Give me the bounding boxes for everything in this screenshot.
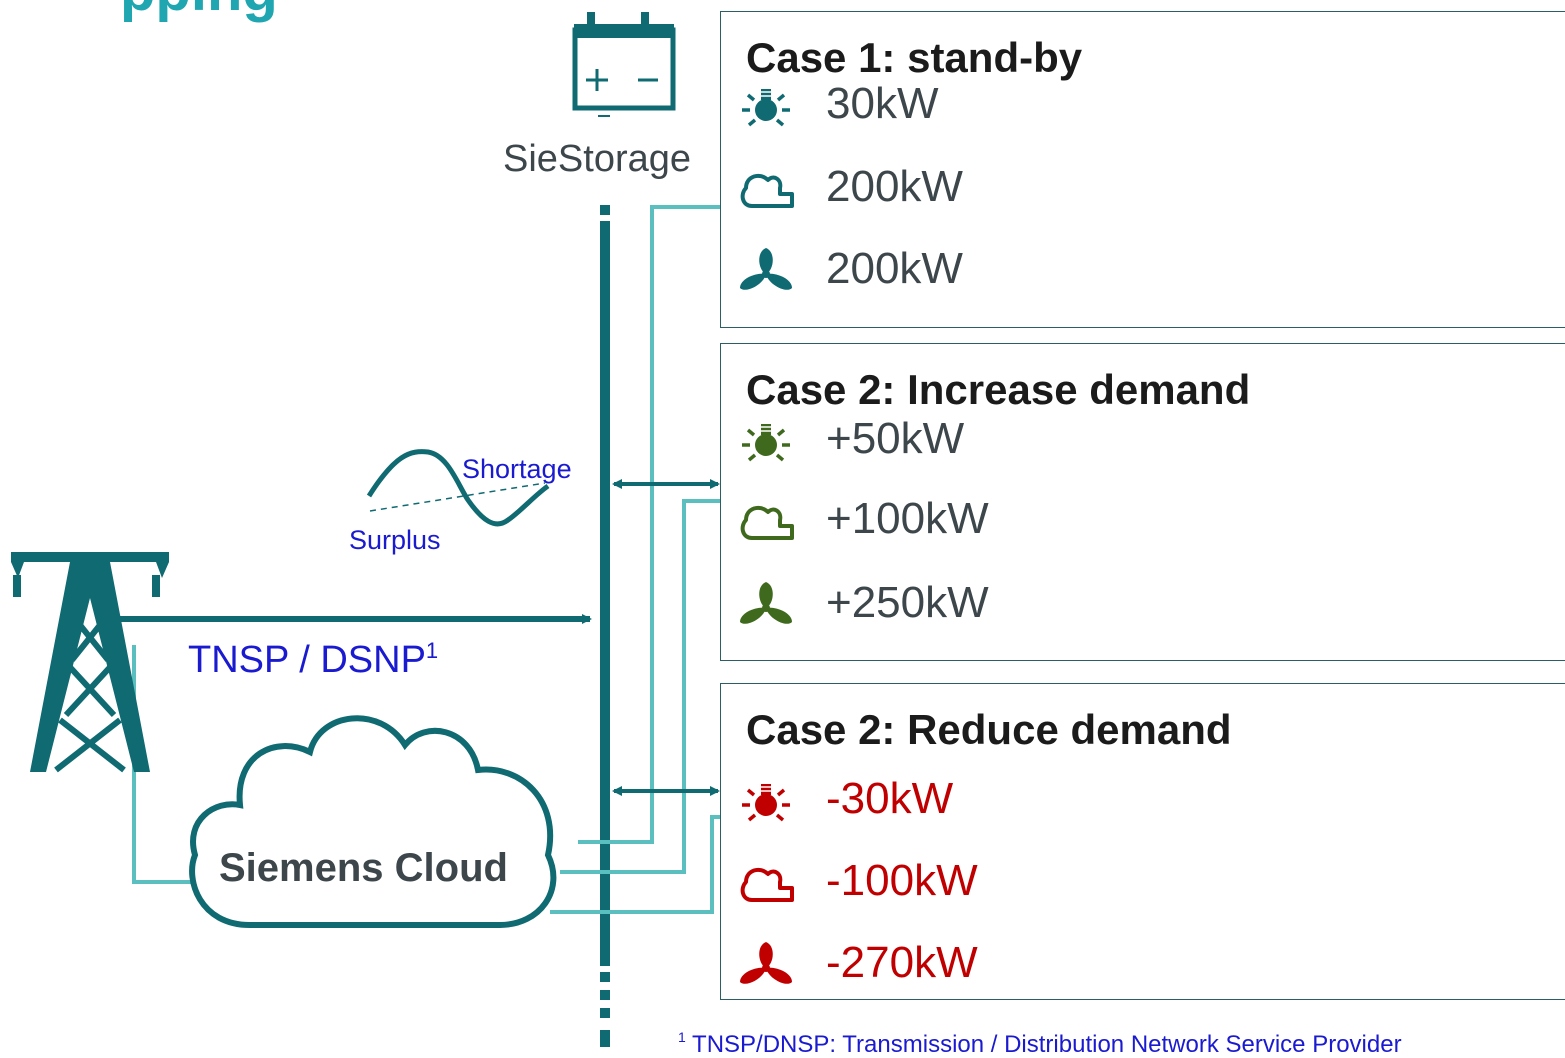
lightbulb-icon bbox=[742, 89, 790, 127]
lightbulb-icon bbox=[742, 784, 790, 822]
fan-icon bbox=[740, 248, 792, 290]
surplus-label: Surplus bbox=[349, 525, 441, 555]
tnsp-text: TNSP / DSNP bbox=[188, 639, 426, 681]
case-title: Case 1: stand-by bbox=[746, 34, 1083, 81]
case-row-lighting: -30kW bbox=[736, 772, 1336, 832]
fan-icon bbox=[740, 582, 792, 624]
main-bus-line bbox=[600, 205, 610, 1047]
case-row-fan: -270kW bbox=[736, 936, 1336, 996]
battery-icon bbox=[572, 12, 676, 117]
cloud-label: Siemens Cloud bbox=[219, 846, 508, 890]
case-box-reduce: Case 2: Reduce demand -30kW -100kW -270k… bbox=[720, 683, 1565, 1000]
case-row-lighting: 30kW bbox=[736, 77, 1336, 137]
case-box-standby: Case 1: stand-by 30kW 200kW 200kW bbox=[720, 11, 1565, 328]
value-lighting: +50kW bbox=[826, 414, 965, 463]
slide-title: pping bbox=[120, 0, 278, 20]
value-fan: 200kW bbox=[826, 244, 963, 293]
transmission-tower-icon bbox=[11, 552, 169, 773]
footnote: 1 TNSP/DNSP: Transmission / Distribution… bbox=[678, 1030, 1402, 1057]
value-fan: +250kW bbox=[826, 578, 989, 627]
case-row-chiller: 200kW bbox=[736, 160, 1336, 220]
sine-wave-icon bbox=[366, 449, 550, 527]
storage-mask bbox=[560, 122, 730, 142]
value-chiller: 200kW bbox=[826, 162, 963, 211]
fan-icon bbox=[740, 942, 792, 984]
tnsp-superscript: 1 bbox=[425, 638, 439, 663]
lightbulb-icon bbox=[742, 424, 790, 462]
case-title: Case 2: Increase demand bbox=[746, 366, 1251, 413]
case-row-lighting: +50kW bbox=[736, 412, 1336, 472]
value-lighting: -30kW bbox=[826, 774, 954, 823]
case-row-fan: 200kW bbox=[736, 242, 1336, 302]
case-title: Case 2: Reduce demand bbox=[746, 706, 1232, 753]
footnote-marker: 1 bbox=[678, 1029, 686, 1045]
case-box-increase: Case 2: Increase demand +50kW +100kW +25… bbox=[720, 343, 1565, 661]
value-chiller: -100kW bbox=[826, 856, 978, 905]
cloud-chiller-icon bbox=[740, 505, 794, 540]
storage-label: SieStorage bbox=[503, 138, 692, 180]
shortage-label: Shortage bbox=[462, 454, 572, 484]
case-row-fan: +250kW bbox=[736, 576, 1336, 636]
value-lighting: 30kW bbox=[826, 79, 939, 128]
value-fan: -270kW bbox=[826, 938, 978, 987]
footnote-text: TNSP/DNSP: Transmission / Distribution N… bbox=[685, 1031, 1402, 1058]
value-chiller: +100kW bbox=[826, 494, 989, 543]
cloud-chiller-icon bbox=[740, 867, 794, 902]
case-row-chiller: +100kW bbox=[736, 492, 1336, 552]
case-row-chiller: -100kW bbox=[736, 854, 1336, 914]
cloud-shape bbox=[189, 715, 557, 928]
cloud-chiller-icon bbox=[740, 173, 794, 208]
tnsp-label: TNSP / DSNP1 bbox=[188, 638, 439, 681]
